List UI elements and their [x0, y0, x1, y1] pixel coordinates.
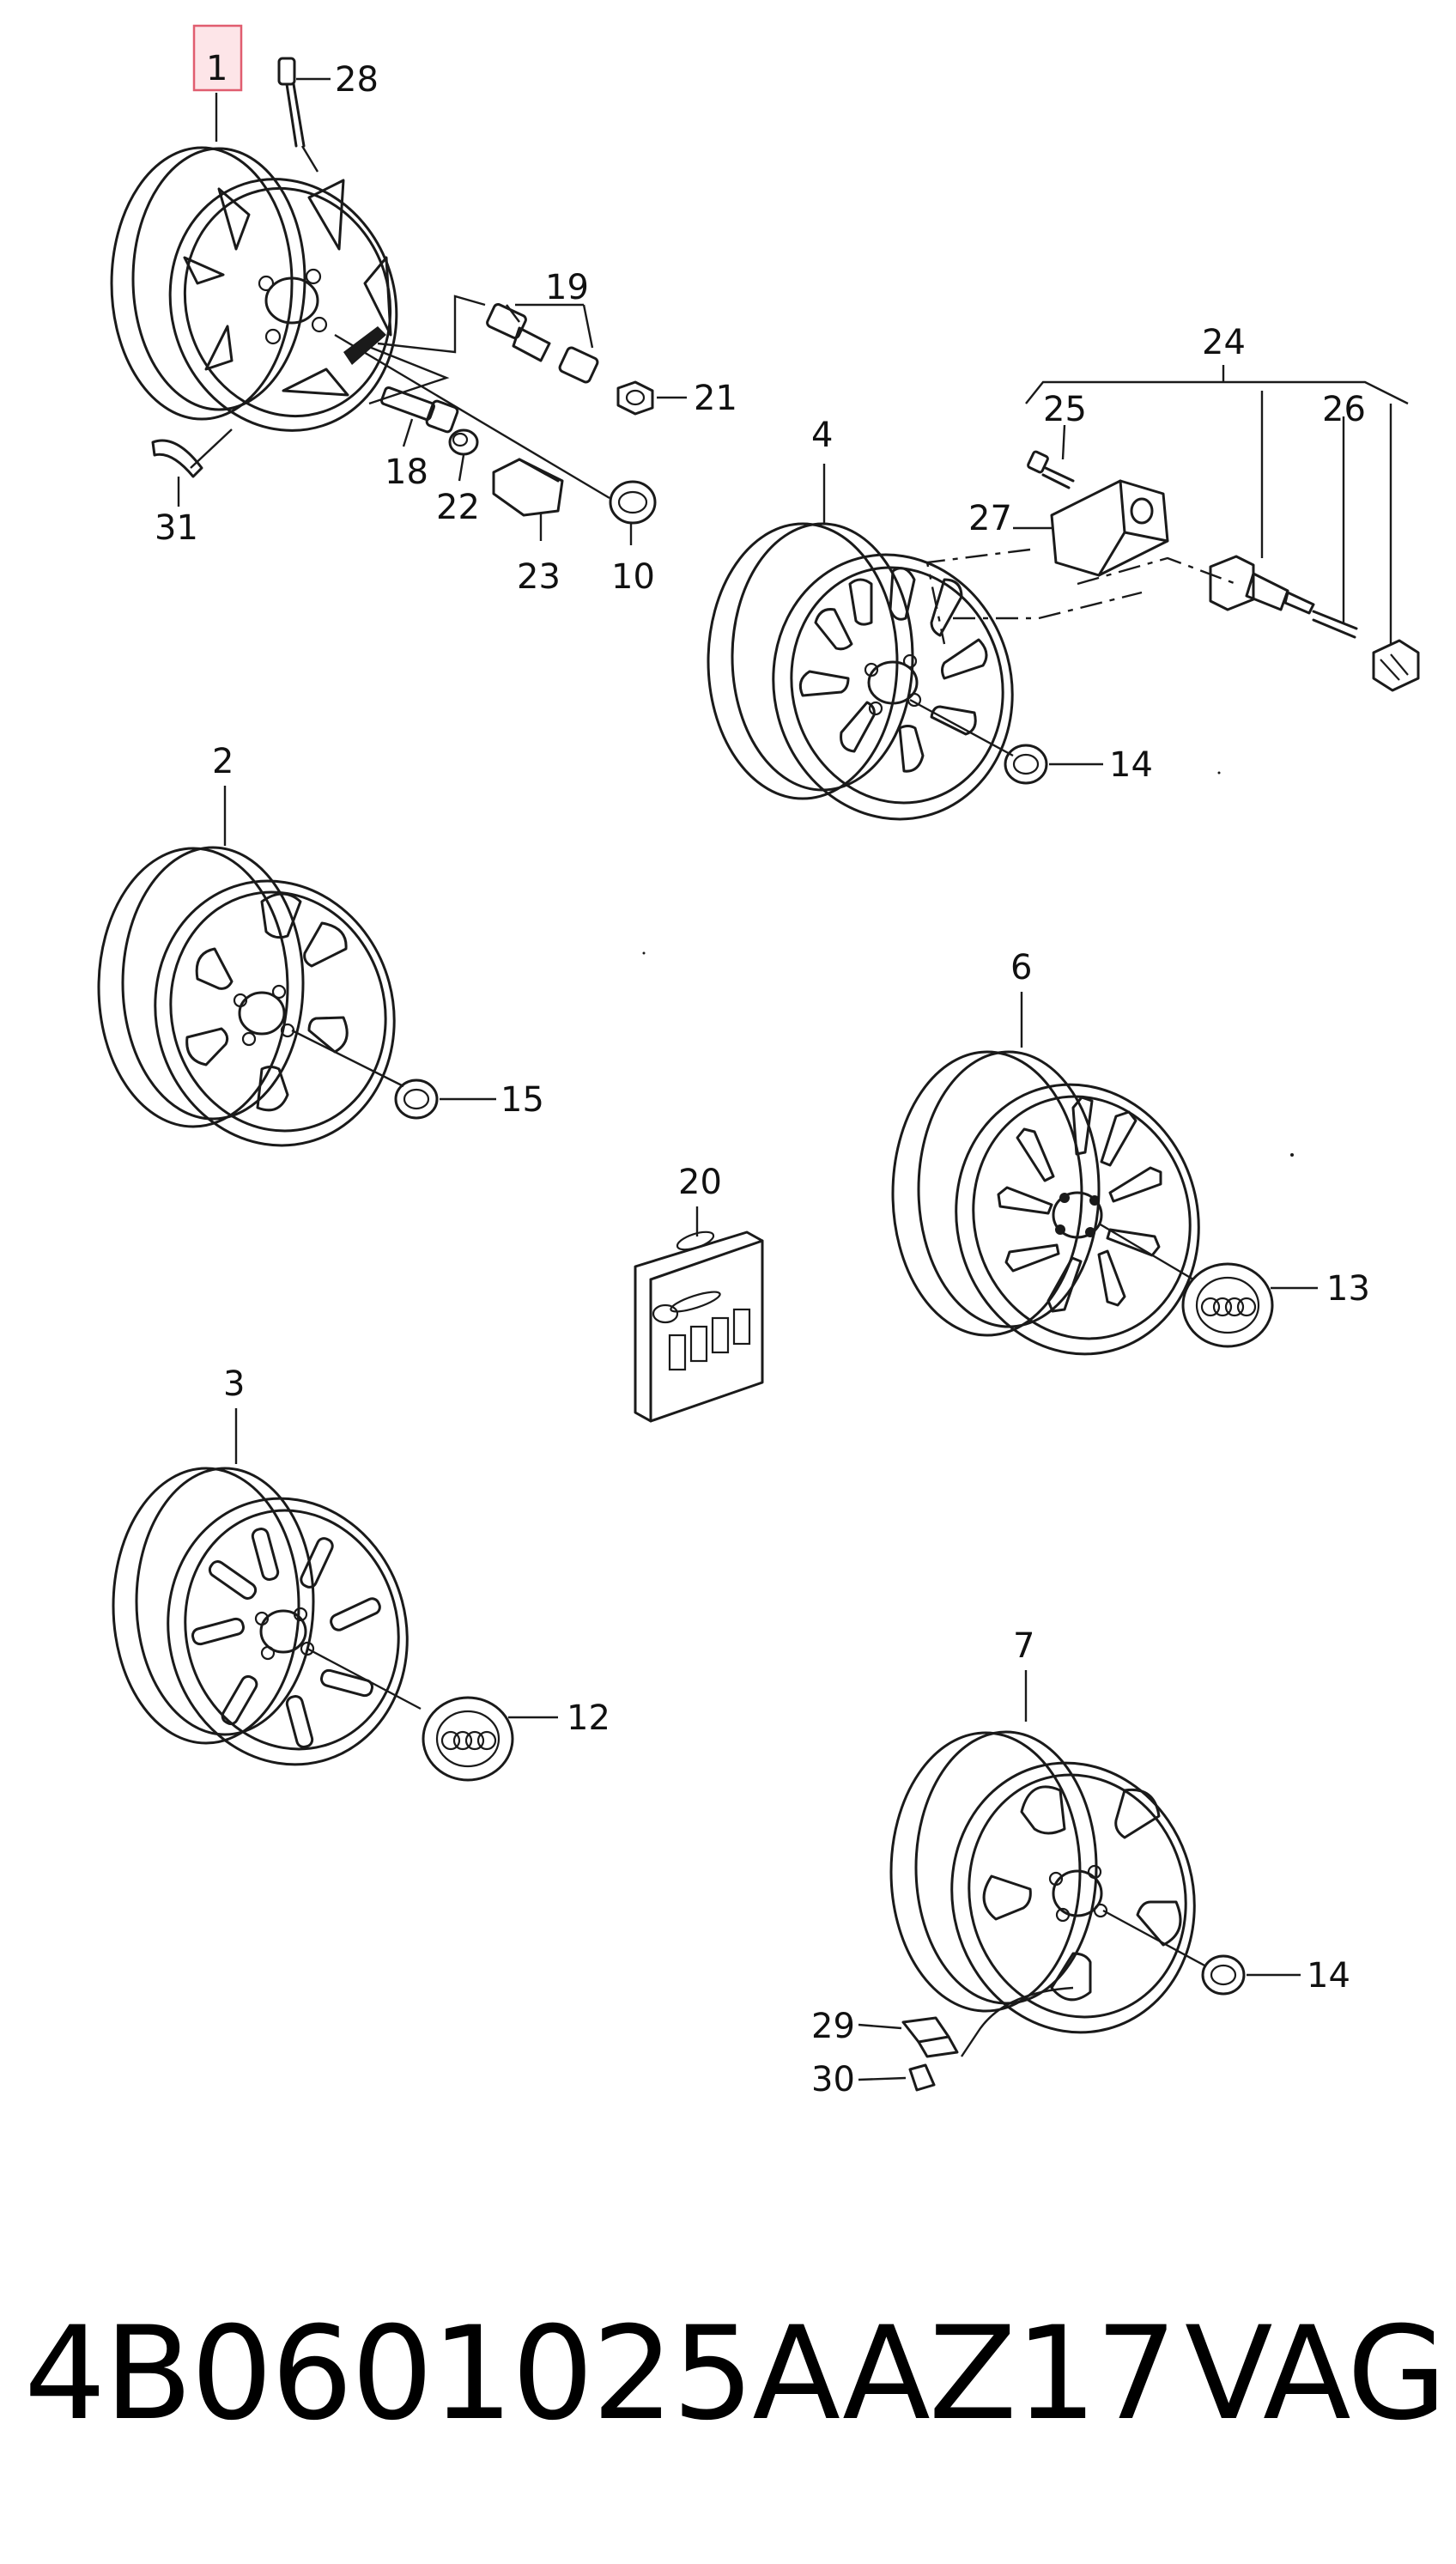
callout-27: 27 — [968, 499, 1012, 538]
wheel-4 — [707, 522, 1014, 821]
callout-14-c: 14 — [1307, 1956, 1350, 1996]
hub-cap-14-a — [1004, 744, 1048, 785]
valve-stem-28 — [277, 57, 319, 173]
callout-21: 21 — [694, 379, 737, 418]
callout-29: 29 — [811, 2007, 855, 2046]
callout-30: 30 — [811, 2060, 855, 2099]
callout-12: 12 — [567, 1698, 610, 1738]
bolt-cap-22 — [448, 428, 479, 456]
callout-10: 10 — [611, 557, 655, 597]
lug-nut-21 — [616, 380, 654, 416]
balance-weight-30 — [908, 2063, 936, 2092]
balance-weight-31 — [151, 439, 203, 478]
screw-25 — [1027, 450, 1075, 489]
wheel-6 — [891, 1050, 1200, 1356]
removal-tool-23 — [492, 458, 564, 517]
wheel-2 — [97, 846, 404, 1147]
balance-weight-29 — [901, 2016, 959, 2058]
hub-cap-15 — [394, 1078, 439, 1120]
exploded-parts-diagram: 1 28 31 19 21 18 22 — [97, 24, 1420, 2099]
hub-cap-10 — [609, 480, 657, 525]
callout-31: 31 — [155, 508, 198, 548]
callout-1: 1 — [206, 49, 228, 88]
bolt-kit-package-20 — [634, 1230, 764, 1423]
callout-28: 28 — [335, 60, 379, 100]
callout-4: 4 — [811, 416, 833, 455]
highlight-box-1 — [192, 24, 243, 92]
leader-29-30 — [961, 1986, 1074, 2057]
wheel-3 — [112, 1467, 422, 1766]
brand-label: VAG — [1185, 2300, 1447, 2449]
callout-20: 20 — [678, 1163, 722, 1202]
callout-15: 15 — [500, 1080, 544, 1120]
wheel-bolt-18 — [380, 386, 459, 434]
center-cap-12 — [422, 1696, 514, 1782]
callout-25: 25 — [1043, 390, 1087, 429]
callout-3: 3 — [223, 1364, 245, 1404]
wheel-1 — [110, 146, 398, 432]
valve-cap-24 — [1372, 639, 1420, 692]
center-cap-13 — [1181, 1262, 1274, 1348]
wheel-bolt-19 — [486, 303, 599, 384]
wheel-7 — [889, 1730, 1207, 2034]
callout-19: 19 — [545, 268, 589, 307]
callout-18: 18 — [385, 453, 428, 492]
callout-24: 24 — [1202, 323, 1246, 362]
valve-24 — [1209, 555, 1315, 615]
callout-23: 23 — [517, 557, 561, 597]
callout-22: 22 — [436, 488, 480, 527]
part-number: 4B0601025AAZ17 — [24, 2300, 1177, 2449]
callout-14-a: 14 — [1109, 745, 1153, 785]
hub-cap-14-c — [1201, 1954, 1246, 1996]
callout-2: 2 — [212, 742, 234, 781]
tpms-sensor-27 — [1050, 479, 1169, 577]
callout-7: 7 — [1013, 1626, 1034, 1666]
callout-6: 6 — [1010, 948, 1032, 987]
callout-13: 13 — [1326, 1269, 1370, 1309]
valve-core-26 — [1312, 610, 1358, 639]
callout-26: 26 — [1322, 390, 1366, 429]
